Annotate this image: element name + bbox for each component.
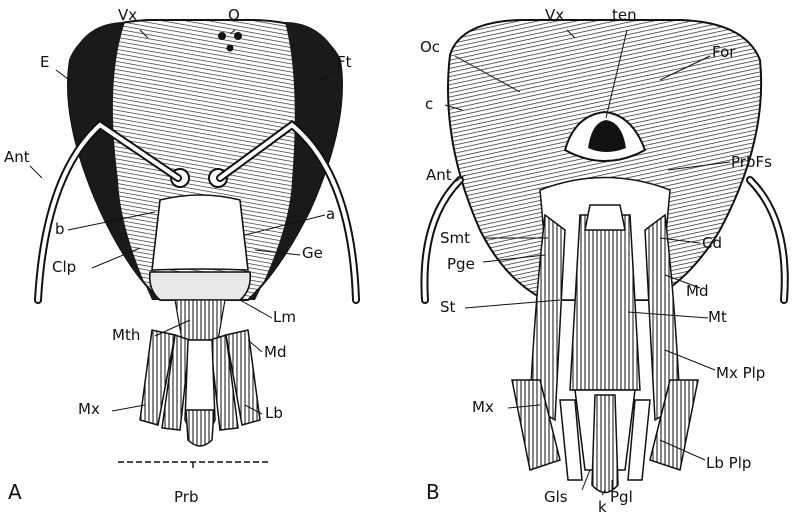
prb-bracket: [118, 462, 268, 470]
panel-letter-a: A: [8, 482, 22, 502]
clypeus: [152, 195, 248, 270]
label-b-vx: Vx: [545, 8, 564, 23]
label-a-md: Md: [264, 345, 286, 360]
label-a-e: E: [40, 55, 49, 70]
label-a-b: b: [55, 222, 65, 237]
label-b-ant: Ant: [426, 168, 452, 183]
label-b-mt: Mt: [708, 310, 727, 325]
label-b-c: c: [425, 97, 433, 112]
label-b-ten: ten: [612, 8, 637, 23]
panel-letter-b: B: [426, 482, 440, 502]
ocellus-a-1: [218, 32, 226, 40]
label-a-ge: Ge: [302, 246, 323, 261]
label-b-mxplp: Mx Plp: [716, 366, 765, 381]
proboscis-a: [140, 330, 260, 446]
label-b-mx: Mx: [472, 400, 494, 415]
label-a-mx: Mx: [78, 402, 100, 417]
ocellus-a-2: [234, 32, 242, 40]
label-b-gls: Gls: [544, 490, 568, 505]
label-a-lm: Lm: [273, 310, 296, 325]
label-a-vx: Vx: [118, 8, 137, 23]
labrum: [150, 272, 251, 300]
label-b-k: k: [598, 500, 607, 515]
label-b-smt: Smt: [440, 231, 470, 246]
mouth-region: [175, 300, 225, 340]
label-b-lbplp: Lb Plp: [706, 456, 751, 471]
label-a-o: O: [228, 8, 240, 23]
label-a-a: a: [326, 207, 335, 222]
label-b-pgl: Pgl: [610, 490, 633, 505]
label-b-oc: Oc: [420, 40, 440, 55]
label-b-pge: Pge: [447, 257, 475, 272]
label-b-for: For: [712, 45, 735, 60]
label-b-prbfs: PrbFs: [731, 155, 772, 170]
ocellus-a-3: [227, 45, 234, 52]
label-b-cd: Cd: [702, 236, 722, 251]
label-a-mth: Mth: [112, 328, 140, 343]
panel-b-head: [424, 20, 784, 495]
label-b-st: St: [440, 300, 455, 315]
label-a-prb: Prb: [174, 490, 198, 505]
label-b-md: Md: [686, 284, 708, 299]
label-a-ft: Ft: [337, 55, 352, 70]
label-a-lb: Lb: [265, 406, 283, 421]
label-a-clp: Clp: [52, 260, 76, 275]
label-a-ant: Ant: [4, 150, 30, 165]
